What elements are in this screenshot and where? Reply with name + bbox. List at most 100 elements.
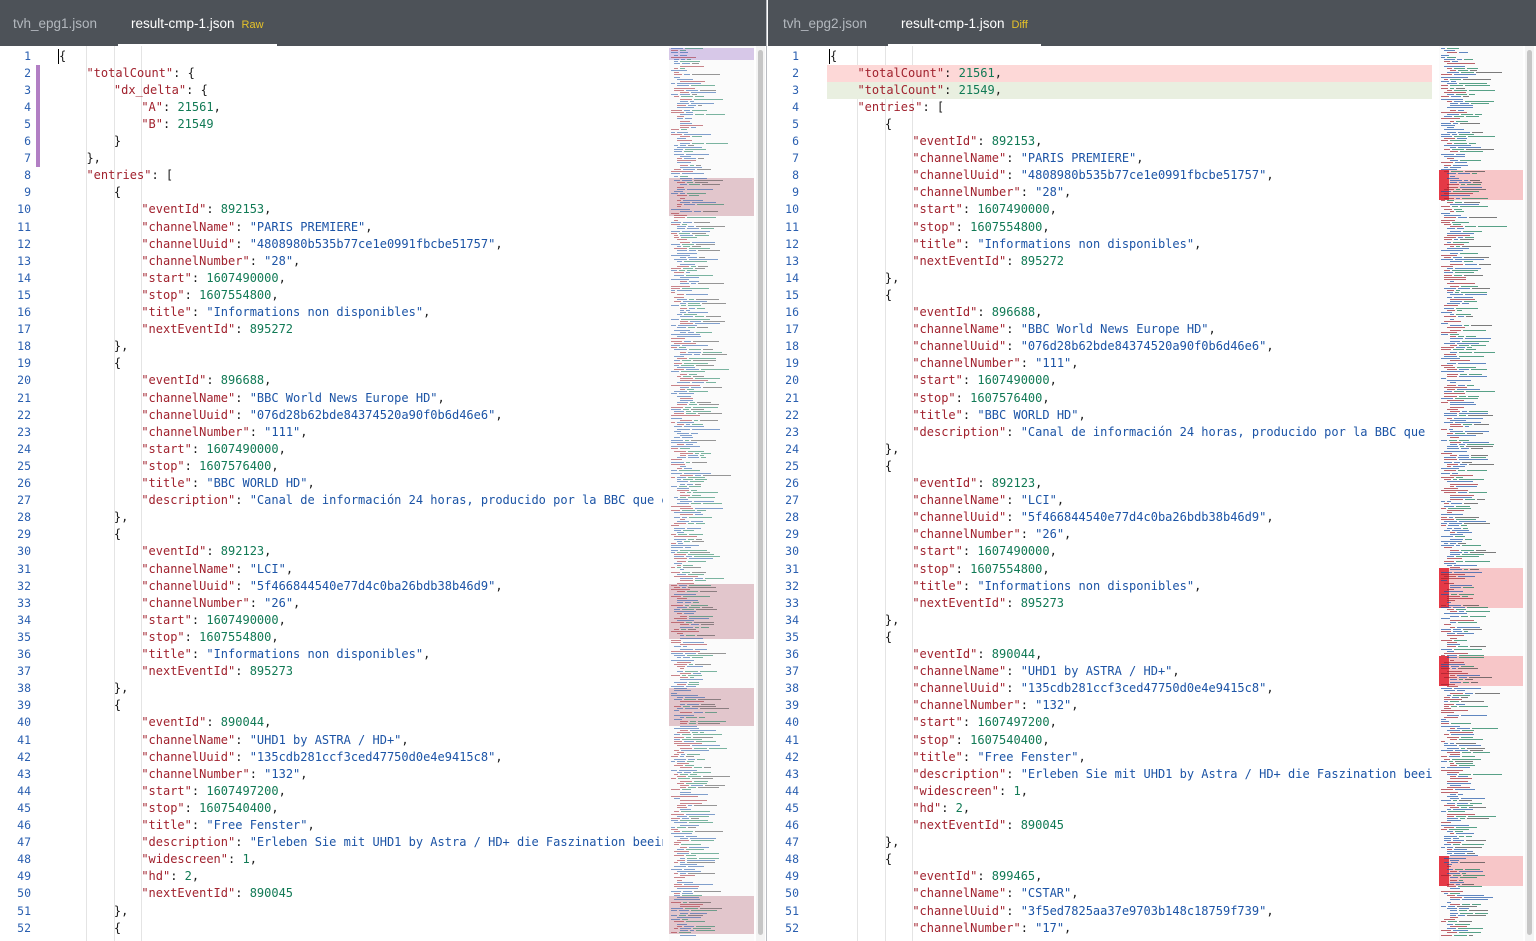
code-line[interactable]: "channelNumber": "26", [56,595,663,612]
code-line[interactable]: "widescreen": 1, [56,851,663,868]
code-line[interactable]: "channelName": "UHD1 by ASTRA / HD+", [56,732,663,749]
code-line[interactable]: "channelNumber": "17", [827,920,1432,937]
code-line[interactable]: "start": 1607497200, [827,714,1432,731]
code-line[interactable]: "stop": 1607554800, [827,561,1432,578]
code-line[interactable]: "start": 1607497200, [56,783,663,800]
code-line[interactable]: "nextEventId": 895273 [827,595,1432,612]
code-line[interactable]: }, [827,612,1432,629]
code-line[interactable]: "start": 1607490000, [827,543,1432,560]
right-minimap[interactable] [1439,46,1523,941]
code-line[interactable]: "eventId": 890044, [56,714,663,731]
code-line[interactable]: "title": "Informations non disponibles", [827,578,1432,595]
code-line[interactable]: }, [56,150,663,167]
code-line[interactable]: "stop": 1607554800, [56,629,663,646]
right-scrollbar[interactable] [1525,46,1534,941]
code-line[interactable]: }, [56,338,663,355]
code-line[interactable]: "eventId": 896688, [56,372,663,389]
code-line[interactable]: "channelName": "BBC World News Europe HD… [827,321,1432,338]
code-line[interactable]: "start": 1607490000, [56,612,663,629]
code-line[interactable]: "channelName": "LCI", [56,561,663,578]
code-line[interactable]: "description": "Canal de información 24 … [827,424,1432,441]
code-line[interactable]: "channelUuid": "4808980b535b77ce1e0991fb… [827,167,1432,184]
tab-tvh-epg2[interactable]: tvh_epg2.json [770,0,880,46]
code-line[interactable]: "channelUuid": "5f466844540e77d4c0ba26bd… [56,578,663,595]
code-line[interactable]: "title": "Informations non disponibles", [827,236,1432,253]
code-line[interactable]: { [827,48,1432,65]
code-line[interactable]: "channelUuid": "5f466844540e77d4c0ba26bd… [827,509,1432,526]
code-line[interactable]: "eventId": 890044, [827,646,1432,663]
right-code-area[interactable]: {"totalCount": 21561,"totalCount": 21549… [827,46,1432,941]
code-line[interactable]: "A": 21561, [56,99,663,116]
left-scroll-thumb[interactable] [758,50,763,935]
code-line[interactable]: }, [827,834,1432,851]
code-line[interactable]: "description": "Erleben Sie mit UHD1 by … [827,766,1432,783]
code-line[interactable]: } [56,133,663,150]
code-line[interactable]: { [56,184,663,201]
code-line[interactable]: "eventId": 899465, [827,868,1432,885]
code-line[interactable]: "channelName": "CSTAR", [827,885,1432,902]
code-line[interactable]: "channelUuid": "135cdb281ccf3ced47750d0e… [56,749,663,766]
code-line[interactable]: "channelNumber": "132", [827,697,1432,714]
code-line[interactable]: "nextEventId": 895272 [827,253,1432,270]
code-line[interactable]: "channelNumber": "26", [827,526,1432,543]
code-line[interactable]: "B": 21549 [56,116,663,133]
code-line[interactable]: { [827,287,1432,304]
code-line[interactable]: "stop": 1607576400, [56,458,663,475]
code-line[interactable]: { [56,920,663,937]
right-scroll-thumb[interactable] [1527,50,1532,935]
code-line[interactable]: "start": 1607490000, [827,201,1432,218]
code-line[interactable]: { [56,355,663,372]
code-line[interactable]: "hd": 2, [56,868,663,885]
code-line[interactable]: { [56,48,663,65]
code-line[interactable]: "stop": 1607540400, [56,800,663,817]
code-line[interactable]: "stop": 1607576400, [827,390,1432,407]
code-line[interactable]: "channelName": "PARIS PREMIERE", [56,219,663,236]
code-line[interactable]: "title": "Informations non disponibles", [56,304,663,321]
left-scrollbar[interactable] [756,46,765,941]
code-line[interactable]: "dx_delta": { [56,82,663,99]
left-code-area[interactable]: {"totalCount": {"dx_delta": {"A": 21561,… [56,46,663,941]
code-line[interactable]: "channelName": "UHD1 by ASTRA / HD+", [827,663,1432,680]
code-line[interactable]: "widescreen": 1, [827,783,1432,800]
code-line[interactable]: "nextEventId": 890045 [56,885,663,902]
code-line[interactable]: }, [56,680,663,697]
code-line[interactable]: "title": "BBC WORLD HD", [827,407,1432,424]
code-line[interactable]: "channelUuid": "135cdb281ccf3ced47750d0e… [827,680,1432,697]
left-minimap[interactable] [669,46,754,941]
code-line[interactable]: }, [56,903,663,920]
code-line[interactable]: "description": "Erleben Sie mit UHD1 by … [56,834,663,851]
code-line[interactable]: "nextEventId": 890045 [827,817,1432,834]
code-line[interactable]: "title": "Free Fenster", [827,749,1432,766]
code-line[interactable]: "description": "Canal de información 24 … [56,492,663,509]
code-line[interactable]: { [56,697,663,714]
code-line[interactable]: "channelName": "BBC World News Europe HD… [56,390,663,407]
code-line[interactable]: "hd": 2, [827,800,1432,817]
code-line[interactable]: { [827,851,1432,868]
code-line[interactable]: "entries": [ [56,167,663,184]
code-line[interactable]: "stop": 1607554800, [56,287,663,304]
code-line[interactable]: "nextEventId": 895273 [56,663,663,680]
code-line[interactable]: "channelNumber": "111", [56,424,663,441]
code-line[interactable]: "entries": [ [827,99,1432,116]
code-line[interactable]: }, [827,270,1432,287]
code-line[interactable]: "channelNumber": "132", [56,766,663,783]
code-line[interactable]: "channelName": "LCI", [827,492,1432,509]
code-line[interactable]: "nextEventId": 895272 [56,321,663,338]
code-line[interactable]: "title": "Informations non disponibles", [56,646,663,663]
code-line[interactable]: "stop": 1607540400, [827,732,1432,749]
code-line[interactable]: "channelUuid": "4808980b535b77ce1e0991fb… [56,236,663,253]
code-line[interactable]: "channelNumber": "111", [827,355,1432,372]
code-line[interactable]: { [827,629,1432,646]
code-line[interactable]: { [56,526,663,543]
tab-tvh-epg1[interactable]: tvh_epg1.json [0,0,110,46]
code-line[interactable]: "eventId": 892123, [827,475,1432,492]
code-line[interactable]: }, [56,509,663,526]
code-line[interactable]: "channelUuid": "076d28b62bde84374520a90f… [827,338,1432,355]
code-line[interactable]: "eventId": 896688, [827,304,1432,321]
code-line[interactable]: "stop": 1607554800, [827,219,1432,236]
added-line[interactable]: "totalCount": 21549, [827,81,1432,99]
